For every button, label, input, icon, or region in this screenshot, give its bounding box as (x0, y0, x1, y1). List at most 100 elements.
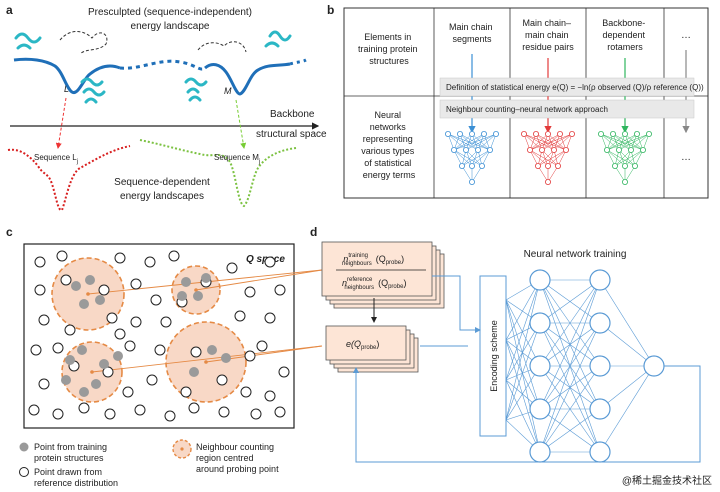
mini-net-edge (547, 165, 559, 183)
mini-net-edge (630, 133, 650, 151)
network-edge (599, 365, 655, 410)
reference-point (122, 386, 134, 398)
mini-net-edge (618, 149, 636, 167)
marker-L: L (64, 84, 69, 94)
encoding-edge (505, 322, 541, 381)
region-link-line (91, 345, 323, 373)
mini-net-node (598, 130, 605, 137)
reference-point (250, 408, 262, 420)
network-node (589, 269, 611, 291)
network-edge (539, 408, 601, 453)
sequence-L-landscape (7, 145, 131, 212)
mini-net-node (486, 146, 493, 153)
mini-net-edge (465, 133, 497, 151)
reference-point (164, 410, 176, 422)
col-main-chain-segments: Main chain segments (449, 22, 495, 44)
mini-net-node (634, 130, 641, 137)
encoding-edge (505, 299, 541, 453)
conformation-sketch-left (59, 31, 108, 55)
mini-net-edge (541, 149, 559, 167)
mini-net-node (612, 162, 619, 169)
encoding-edge (505, 279, 541, 341)
reference-point (134, 404, 146, 416)
training-point (95, 295, 105, 305)
presculpted-landscape-curve-2 (204, 62, 291, 96)
mini-net-edge (453, 133, 485, 151)
reference-point (56, 250, 68, 262)
mini-net-node (616, 146, 623, 153)
mini-net-node (462, 146, 469, 153)
encoding-edge (505, 339, 541, 410)
mini-net-edge (465, 149, 483, 167)
network-edge (539, 279, 601, 410)
reference-point (264, 390, 276, 402)
training-point (177, 291, 187, 301)
encoding-edge (505, 279, 541, 381)
mini-net-edge (453, 149, 483, 167)
mini-net-node (545, 178, 552, 185)
projection-arrow-L (55, 97, 67, 149)
legend-reference-text: Point drawn from reference distribution (34, 467, 118, 488)
protein-structure-icon (184, 77, 208, 102)
ratio-box (321, 241, 433, 297)
training-point (181, 277, 191, 287)
mini-net-edge (614, 149, 644, 167)
mini-net-node (610, 130, 617, 137)
mini-net-node (628, 146, 635, 153)
mini-net-edge (461, 165, 473, 183)
legend-reference-marker (19, 467, 29, 477)
reference-point (98, 284, 110, 296)
panel-c-label: c (6, 225, 13, 239)
training-point (77, 345, 87, 355)
reference-point (264, 256, 276, 268)
mini-net-edge (471, 149, 491, 167)
mini-net-node (622, 130, 629, 137)
network-edge (539, 279, 601, 324)
reference-point (244, 286, 256, 298)
panel-b: b Elements in training protein structure… (327, 3, 709, 199)
network-edge (599, 279, 655, 367)
training-point (207, 345, 217, 355)
network-edge (599, 322, 655, 367)
mini-net-node (551, 146, 558, 153)
mini-net-edge (606, 149, 626, 167)
network-node (529, 355, 551, 377)
legend-region-text: Neighbour counting region centred around… (196, 442, 279, 474)
mini-net-edge (624, 165, 636, 183)
region-link-line (195, 269, 323, 291)
reference-point (146, 374, 158, 386)
reference-point (28, 404, 40, 416)
col-more: … (681, 30, 691, 41)
training-title: Neural network training (524, 249, 627, 260)
reference-point (256, 340, 268, 352)
reference-point (38, 314, 50, 326)
reference-point (218, 406, 230, 418)
encoding-edge (505, 339, 541, 453)
row-elements-label: Elements in training protein structures (358, 32, 420, 66)
training-point (221, 353, 231, 363)
reference-point (60, 274, 72, 286)
encoding-edge (505, 322, 541, 421)
reference-point (114, 328, 126, 340)
mini-net-node (474, 146, 481, 153)
reference-point (240, 386, 252, 398)
panel-d-label: d (310, 225, 317, 239)
encoding-scheme-box (479, 275, 507, 437)
method-band (439, 99, 695, 119)
mini-net-edge (471, 165, 483, 183)
reference-point (64, 324, 76, 336)
sequence-M-landscape (139, 139, 297, 208)
encoding-edge (505, 279, 541, 421)
q-space-points (28, 250, 290, 422)
method-text: Neighbour counting–neural network approa… (446, 105, 608, 114)
mini-net-node (458, 162, 465, 169)
reference-point (34, 284, 46, 296)
mini-net-edge (529, 133, 561, 151)
encoding-edge (505, 299, 541, 410)
panel-c: c Q space Point from training protein st… (6, 225, 323, 488)
mini-net-node (478, 162, 485, 169)
training-point (65, 355, 75, 365)
energy-label: e(Qprobe) (346, 339, 379, 351)
panel-a: a Presculpted (sequence-independent) ene… (6, 3, 327, 212)
mini-net-edge (529, 133, 573, 151)
